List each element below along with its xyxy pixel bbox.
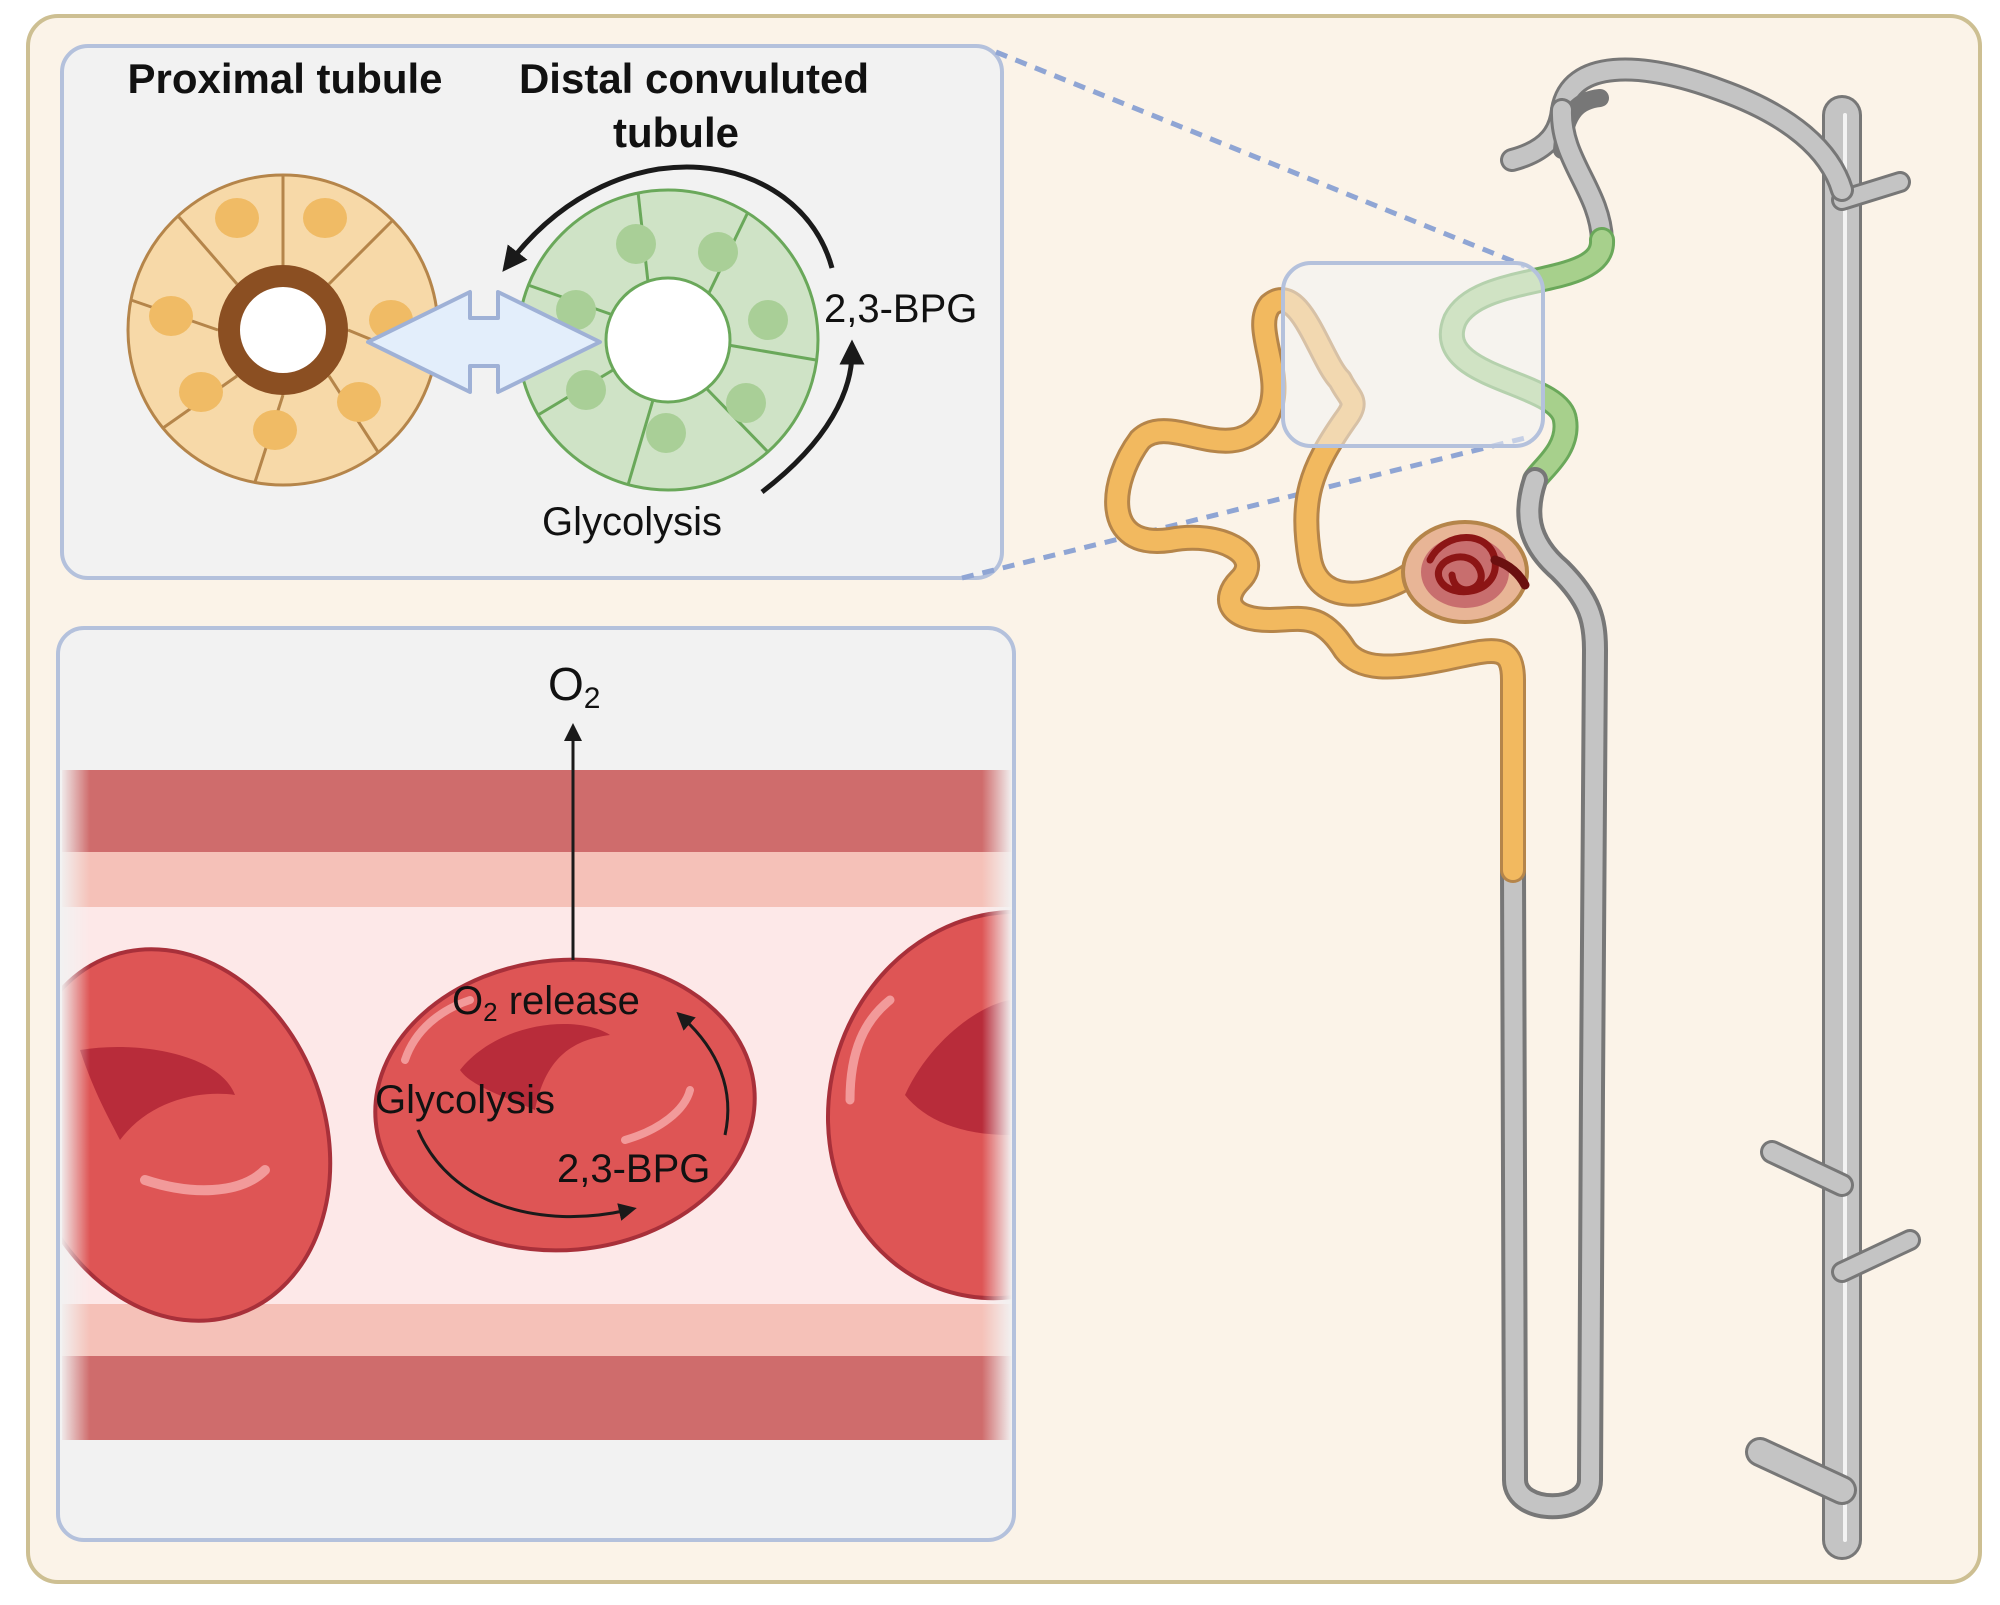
distal-tubule-title-line2: tubule (613, 109, 739, 156)
proximal-tubule-title: Proximal tubule (127, 55, 442, 102)
red-blood-cell-left (62, 947, 333, 1323)
rbc-glycolysis-label: Glycolysis (375, 1078, 555, 1122)
rbc-glycolysis-to-bpg-arrow (416, 1129, 637, 1221)
vessel-wall-top (62, 770, 1012, 852)
proximal-lumen (218, 265, 348, 395)
proximal-tubule-cross-section (126, 173, 440, 487)
comparison-double-arrow (366, 290, 602, 394)
distal-tubule-title-line1: Distal convuluted (519, 55, 869, 102)
distal-lumen (604, 276, 732, 404)
tubule-cross-section-panel: Proximal tubule Distal convuluted tubule (60, 44, 1004, 580)
o2-label-subscript: 2 (584, 682, 601, 715)
o2-label: O2 (548, 658, 600, 715)
zoom-guide-lines (961, 49, 1526, 581)
red-blood-cell-center (373, 957, 757, 1253)
rbc-bpg-label: 2,3-BPG (557, 1147, 710, 1191)
rbc-bpg-to-o2-arrow (676, 1011, 730, 1136)
nephron-illustration (1104, 57, 1921, 1560)
blood-vessel (62, 770, 1012, 1440)
bpg-to-distal-arrow (502, 164, 835, 272)
o2-release-word: release (498, 979, 640, 1023)
glomerulus (1401, 520, 1530, 624)
o2-release-subscript: 2 (483, 997, 497, 1027)
zoom-region-box (1281, 261, 1545, 448)
distal-bpg-label: 2,3-BPG (824, 287, 977, 331)
o2-label-text: O (548, 658, 584, 710)
distal-tubule-cross-section (516, 188, 820, 492)
distal-nuclei (556, 224, 788, 453)
vessel-wall-bottom (62, 1356, 1012, 1440)
collecting-duct (1745, 95, 1921, 1560)
blood-vessel-panel: O2 O2 release Glycolysis 2,3-BPG (56, 626, 1016, 1542)
o2-release-label: O2 release (452, 979, 640, 1027)
distal-glycolysis-label: Glycolysis (542, 500, 722, 544)
o2-release-o: O (452, 979, 483, 1023)
glycolysis-to-bpg-arrow (760, 339, 865, 494)
